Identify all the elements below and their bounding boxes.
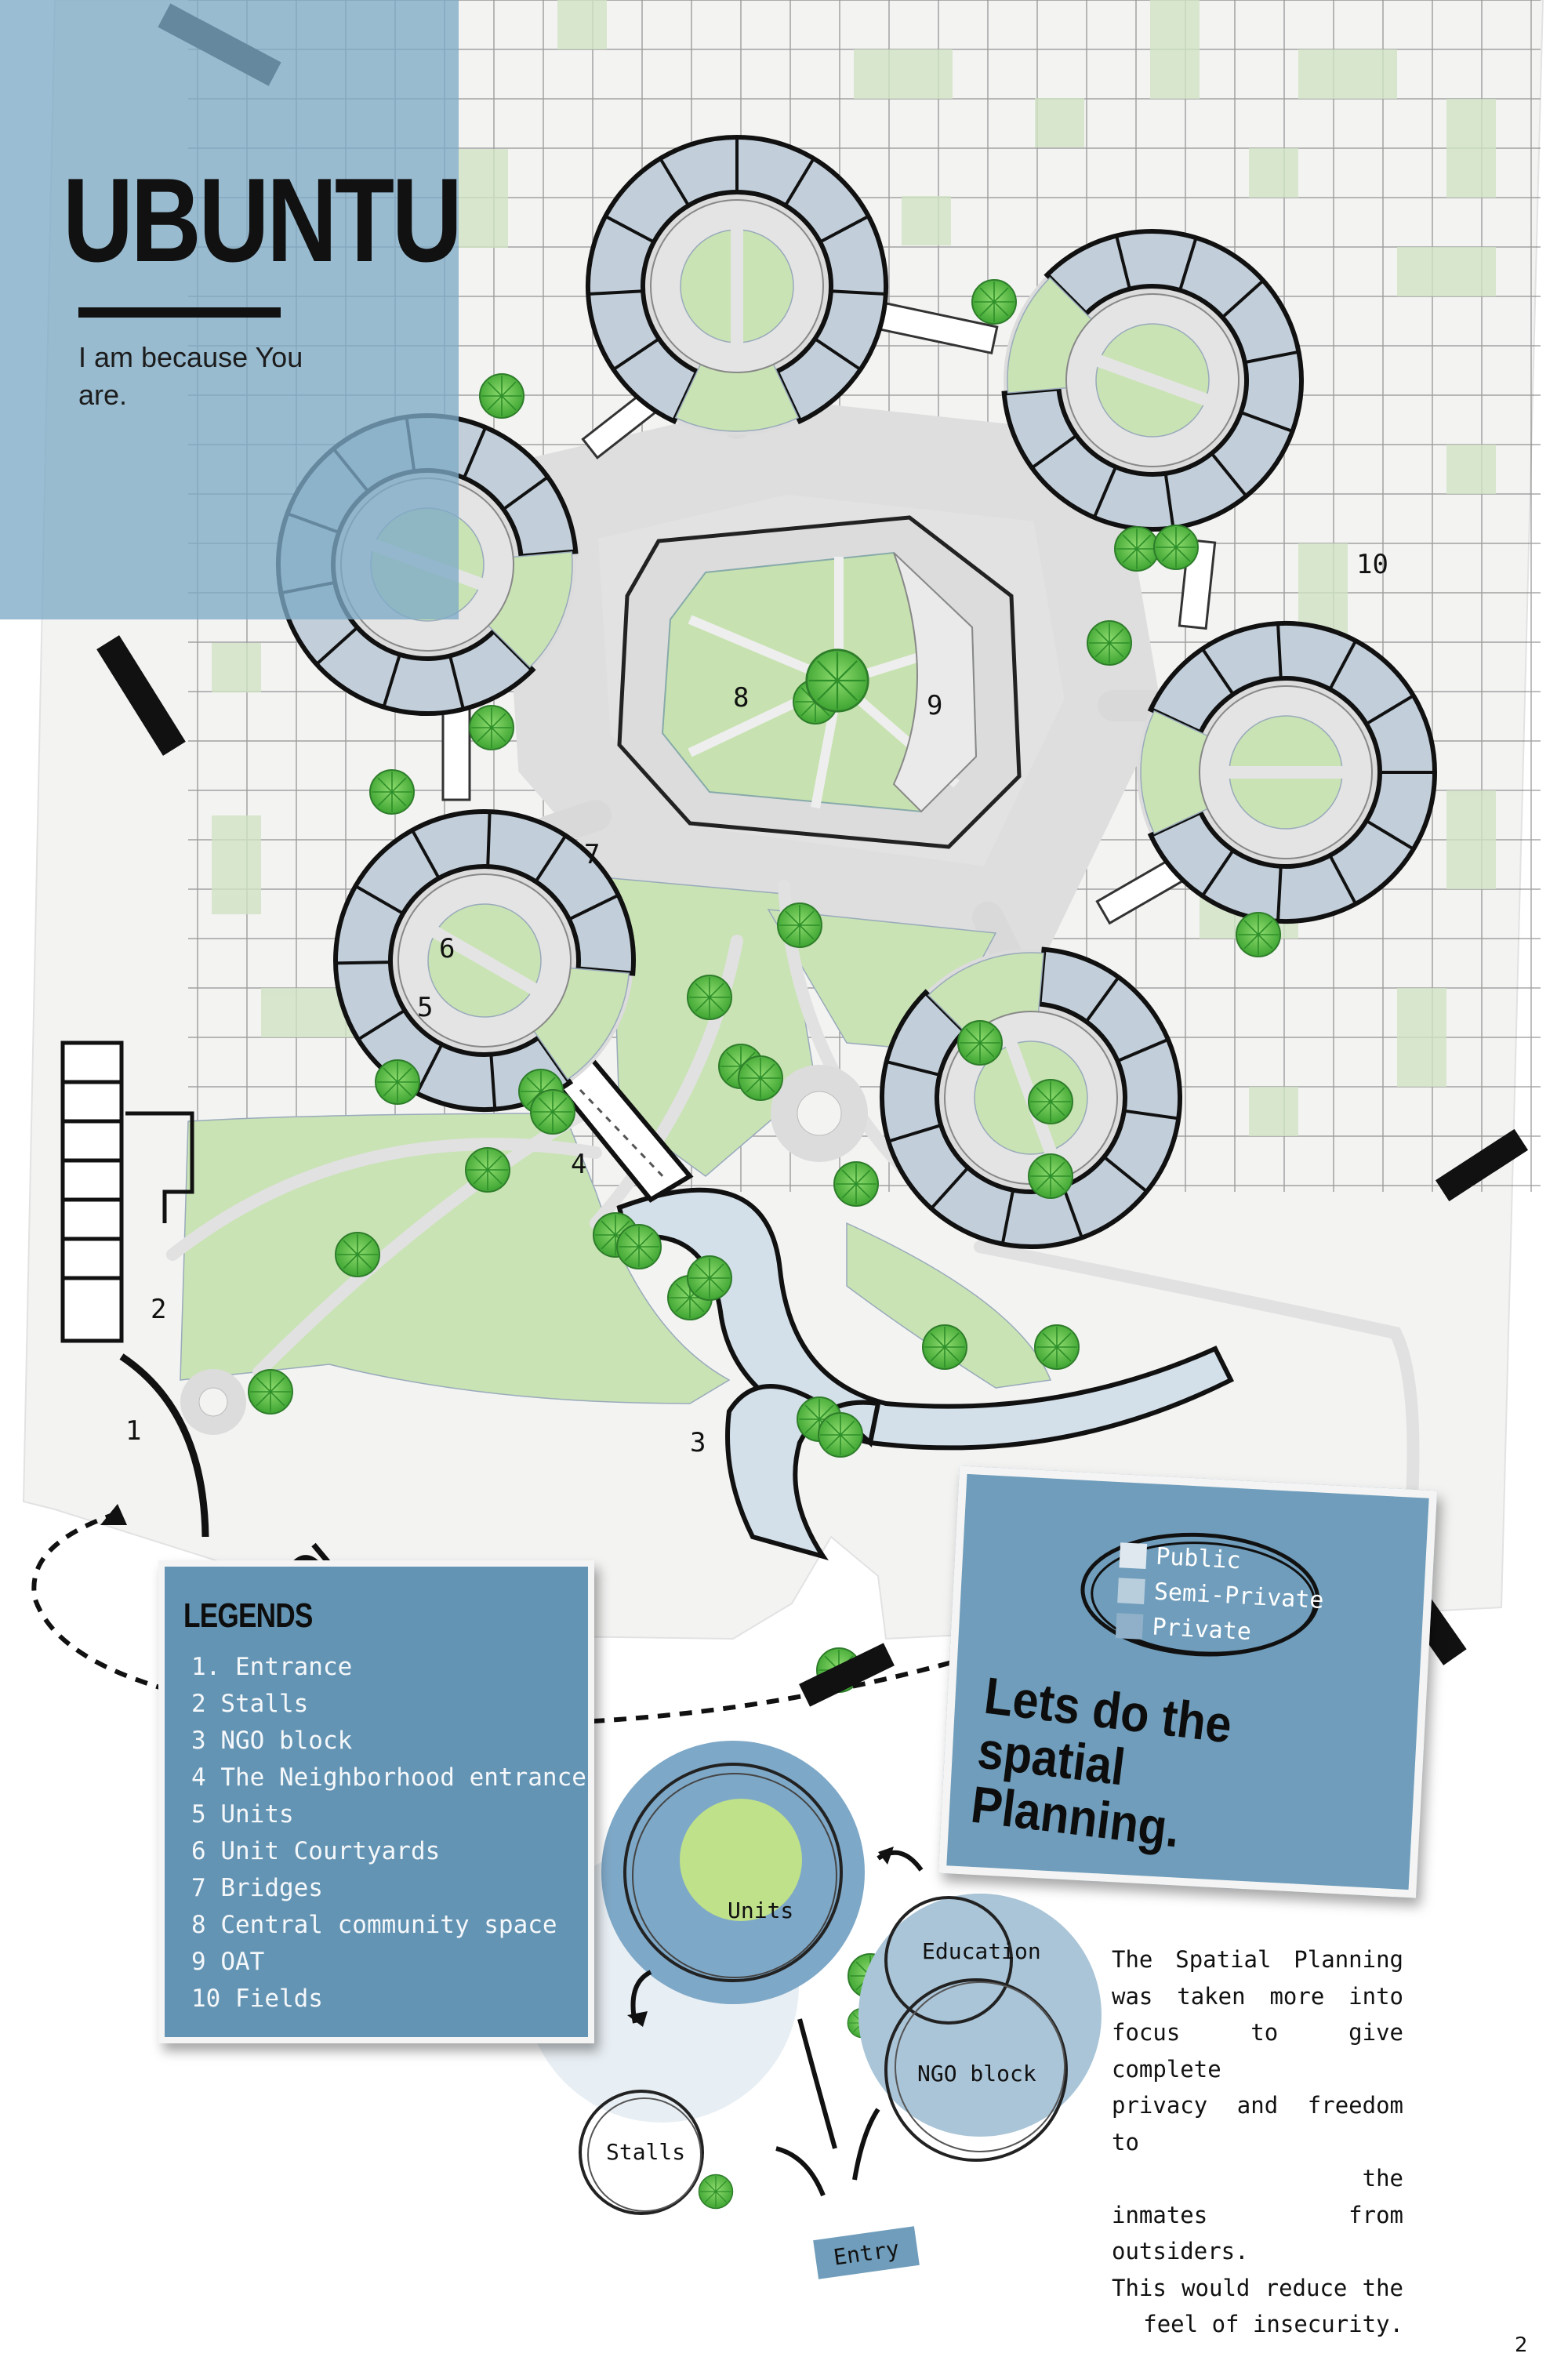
tree-icon — [1034, 1324, 1080, 1370]
site-label: 3 — [690, 1427, 706, 1458]
site-label: 8 — [733, 682, 750, 714]
legend-item: 7 Bridges — [191, 1874, 323, 1902]
tree-icon — [375, 1059, 420, 1105]
legend-item: 8 Central community space — [191, 1911, 557, 1939]
public-swatch — [1119, 1542, 1148, 1569]
tree-icon — [818, 1412, 863, 1458]
entrance-gate — [119, 1353, 209, 1538]
legend-item: 5 Units — [191, 1800, 294, 1829]
tree-icon — [530, 1089, 575, 1135]
legend-item: 10 Fields — [191, 1985, 323, 2013]
tree-icon — [1153, 525, 1199, 570]
planning-description: The Spatial Planning was taken more into… — [1112, 1941, 1403, 2343]
site-label: 6 — [439, 933, 456, 964]
spatial-planning-card: Public Semi-Private Private Lets do the … — [938, 1465, 1438, 1898]
arrow-head-icon — [100, 1504, 127, 1525]
description-line: the — [1362, 2165, 1403, 2192]
tree-icon — [1028, 1153, 1073, 1199]
tree-icon — [777, 902, 822, 948]
park-lawns — [180, 877, 1052, 1404]
tree-icon — [1087, 620, 1132, 666]
page-title: UBUNTU — [63, 154, 463, 287]
site-label: 2 — [151, 1294, 167, 1325]
tree-icon — [1236, 912, 1281, 957]
description-line: focus to give complete — [1112, 2019, 1403, 2083]
key-scribble-ellipse — [1080, 1532, 1320, 1657]
private-swatch — [1115, 1612, 1144, 1640]
tree-icon — [971, 279, 1017, 325]
tree-icon — [616, 1224, 662, 1269]
legend-item: 6 Unit Courtyards — [191, 1837, 441, 1865]
tree-icon — [469, 705, 514, 750]
page-number: 2 — [1515, 2333, 1528, 2357]
legend-item: 2 Stalls — [191, 1690, 309, 1718]
legend-item: 3 NGO block — [191, 1727, 353, 1755]
title-underline — [78, 307, 281, 318]
bubble-diagram — [524, 1741, 1102, 2215]
tree-icon — [335, 1232, 380, 1277]
legend-item: 4 The Neighborhood entrance — [191, 1763, 586, 1792]
tree-icon — [833, 1161, 879, 1207]
tree-icon — [1028, 1079, 1073, 1124]
description-line: inmates from outsiders. — [1112, 2201, 1403, 2265]
legend-card: LEGENDS 1. Entrance 2 Stalls 3 NGO block… — [158, 1560, 594, 2043]
page-subtitle: I am because You are. — [78, 341, 303, 411]
tree-icon — [465, 1147, 510, 1193]
legend-item: 9 OAT — [191, 1948, 265, 1976]
bubble-label-stalls: Stalls — [606, 2139, 686, 2165]
tree-icon — [1114, 526, 1160, 572]
legend-item: 1. Entrance — [191, 1653, 353, 1681]
tree-icon — [698, 2174, 734, 2210]
tree-icon — [957, 1020, 1003, 1066]
stalls-building — [60, 1040, 194, 1343]
description-line: privacy and freedom to — [1112, 2092, 1403, 2155]
description-line: The Spatial Planning — [1112, 1946, 1403, 1973]
tree-icon — [687, 1255, 732, 1301]
site-label: 9 — [927, 690, 943, 721]
site-label: 10 — [1356, 549, 1388, 580]
tree-icon — [738, 1055, 783, 1101]
key-label-private: Private — [1151, 1613, 1252, 1647]
description-line: was taken more into — [1112, 1982, 1403, 2010]
tree-icon — [805, 648, 869, 713]
tree-icon — [687, 975, 732, 1020]
key-label-public: Public — [1155, 1542, 1242, 1575]
tree-icon — [922, 1324, 967, 1370]
tree-icon — [479, 373, 524, 419]
unit-cluster — [586, 135, 888, 435]
tree-icon — [369, 769, 415, 815]
site-label: 7 — [584, 839, 601, 870]
unit-cluster — [1001, 229, 1304, 532]
bridges — [441, 299, 1217, 925]
slogan-text: Lets do the spatial Planning. — [967, 1665, 1236, 1858]
semi-private-swatch — [1117, 1577, 1145, 1604]
legend-heading: LEGENDS — [183, 1596, 313, 1635]
site-label: 4 — [571, 1149, 587, 1180]
description-line: This would reduce the — [1112, 2274, 1403, 2301]
site-label: 5 — [417, 992, 434, 1023]
bubble-label-education: Education — [922, 1938, 1041, 1964]
tree-icon — [248, 1369, 293, 1415]
site-label: 1 — [125, 1415, 142, 1447]
bubble-label-units: Units — [728, 1898, 794, 1923]
bubble-label-ngo: NGO block — [917, 2061, 1036, 2086]
legend-list: 1. Entrance 2 Stalls 3 NGO block 4 The N… — [191, 1649, 586, 2017]
unit-cluster — [333, 809, 636, 1112]
unit-cluster — [1137, 621, 1437, 924]
description-line: feel of insecurity. — [1143, 2311, 1403, 2337]
